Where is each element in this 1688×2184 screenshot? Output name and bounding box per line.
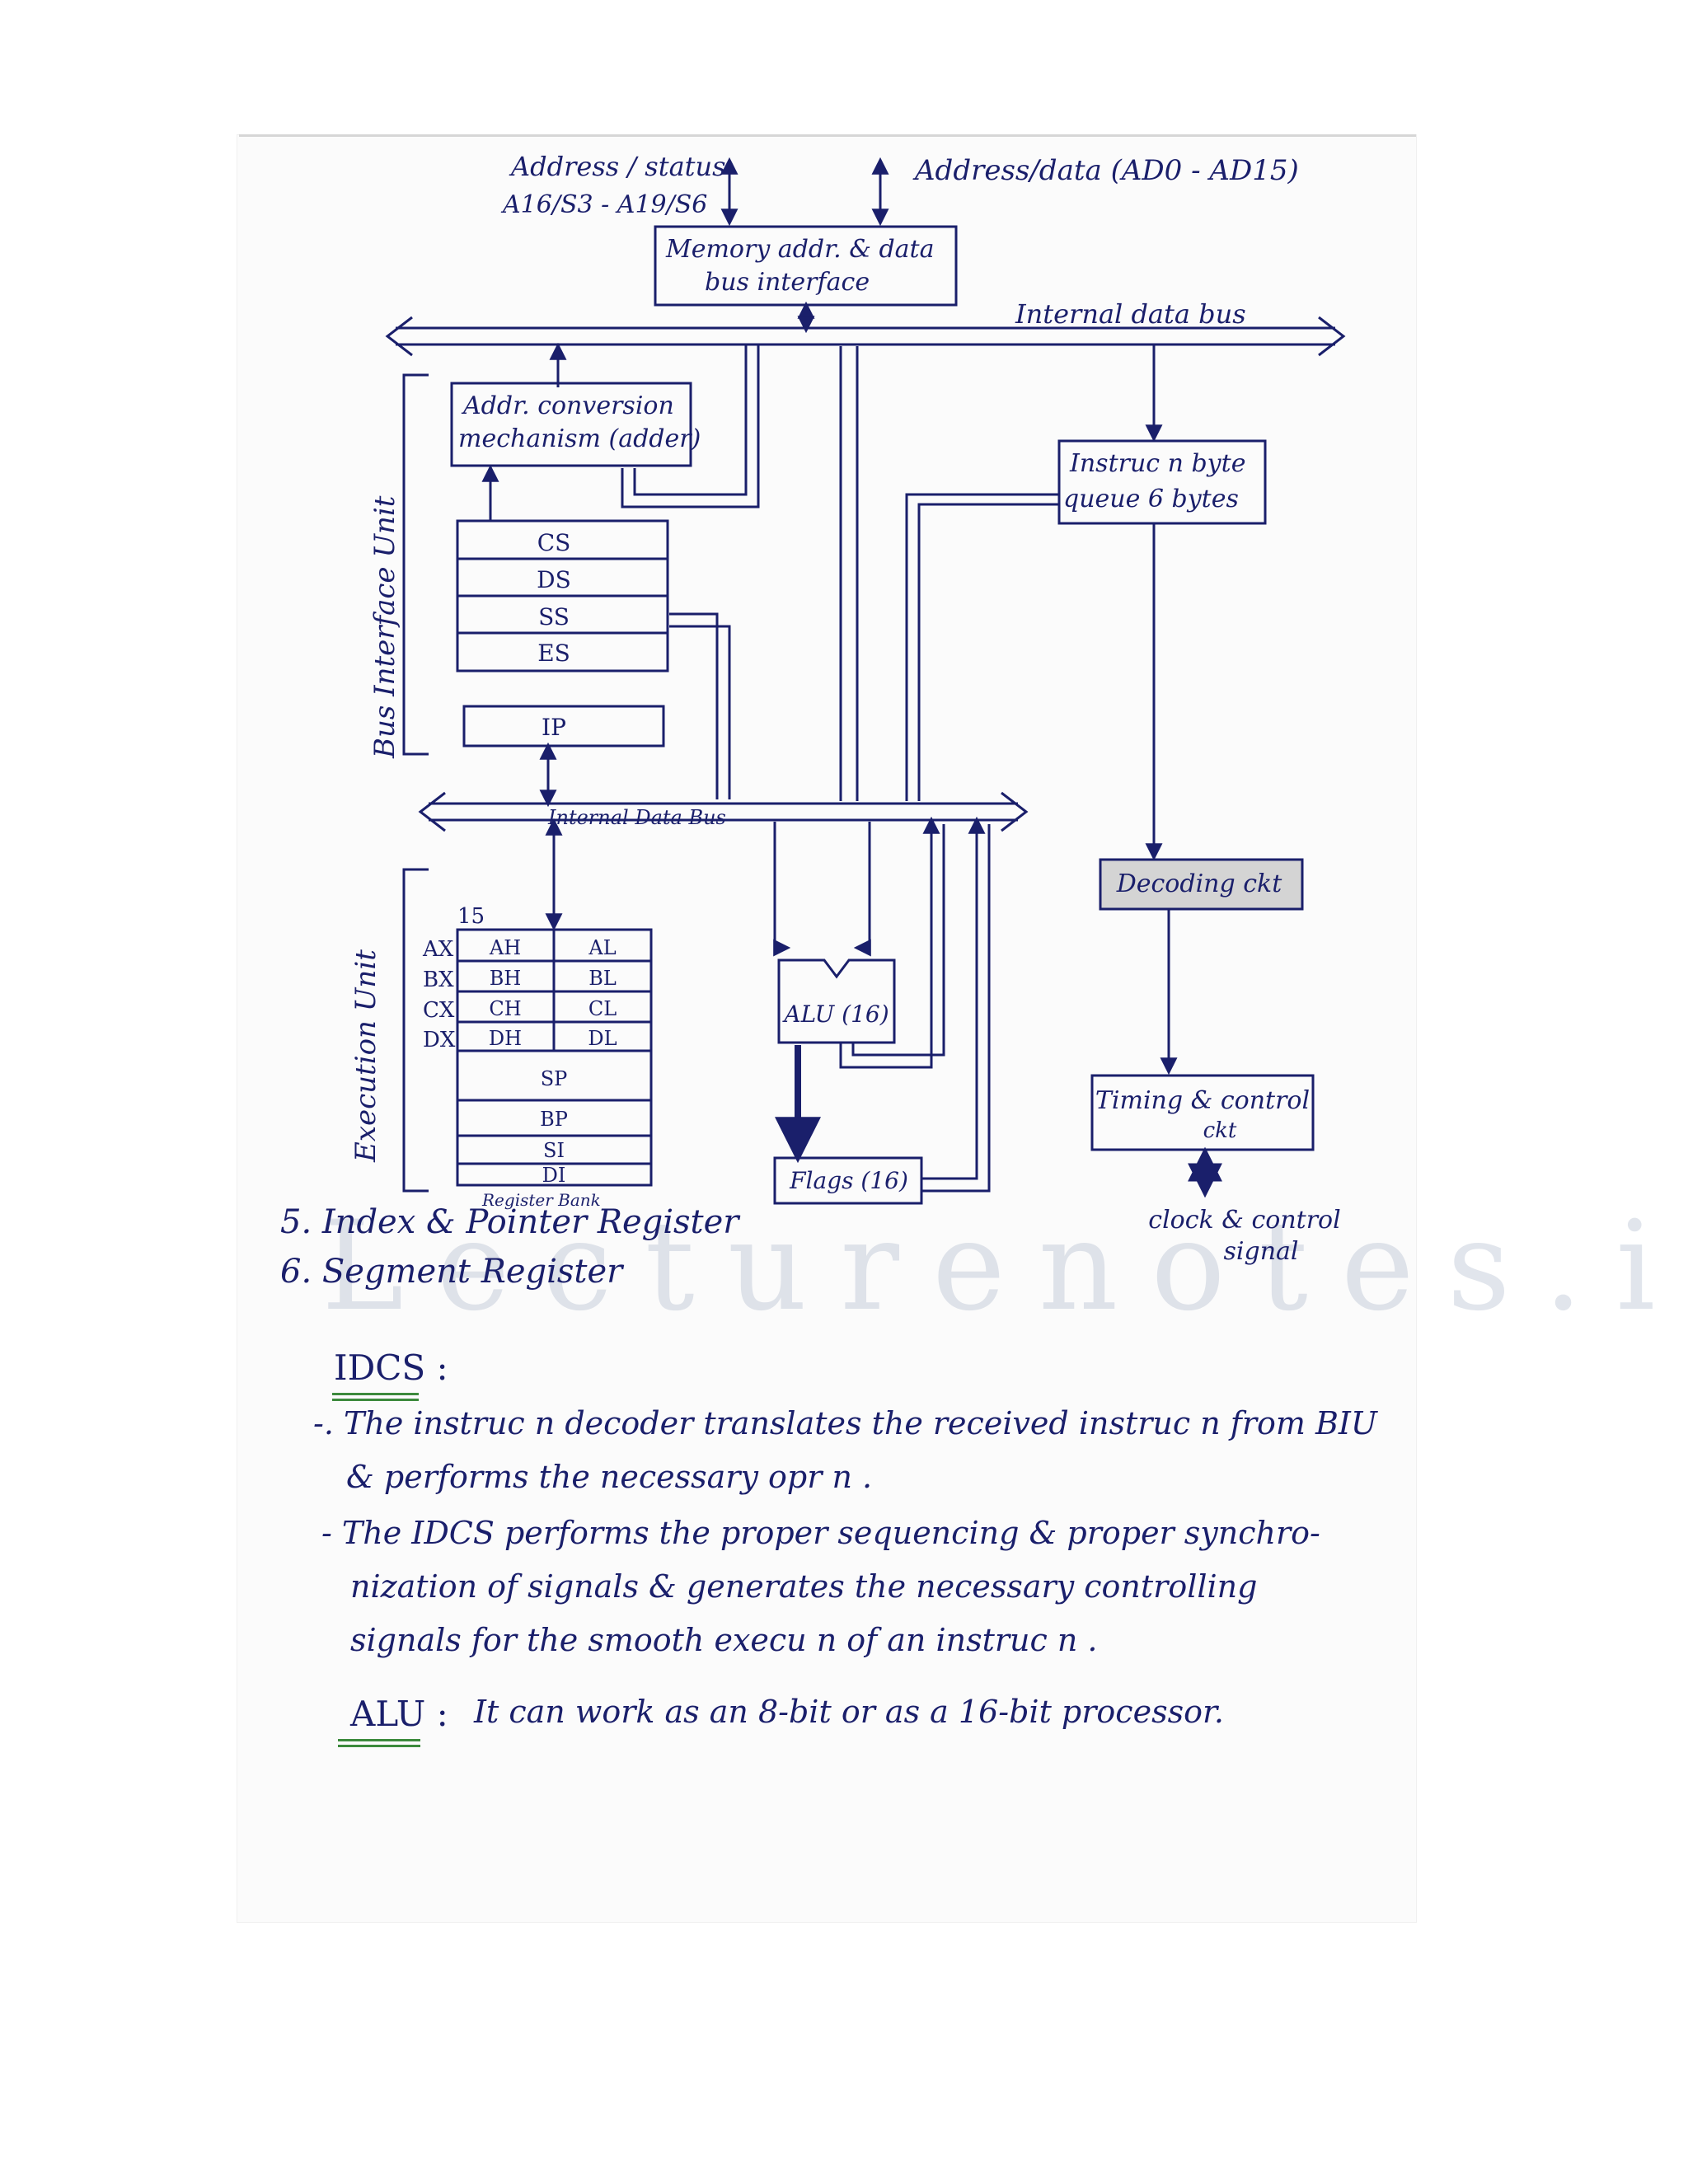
timing-line1: Timing & control bbox=[1095, 1086, 1310, 1115]
alu-note-text: It can work as an 8-bit or as a 16-bit p… bbox=[474, 1694, 1225, 1730]
alu-box bbox=[777, 958, 896, 1044]
list-item-index-pointer: 5. Index & Pointer Register bbox=[280, 1203, 739, 1241]
alu-heading: ALU : bbox=[350, 1694, 448, 1734]
notebook-page bbox=[237, 135, 1416, 1922]
instruction-queue-line1: Instruc n byte bbox=[1069, 449, 1245, 478]
internal-data-bus-top-label: Internal data bus bbox=[1015, 298, 1246, 330]
watermark: Lecturenotes.in bbox=[321, 1195, 1688, 1338]
idcs-heading: IDCS : bbox=[334, 1347, 448, 1388]
idcs-line-3: - The IDCS performs the proper sequencin… bbox=[321, 1515, 1320, 1551]
clock-line2: signal bbox=[1224, 1237, 1299, 1266]
reg-ah: AH bbox=[489, 936, 521, 959]
reg-bl: BL bbox=[588, 967, 617, 990]
bit-15-label: 15 bbox=[457, 904, 485, 929]
timing-line2: ckt bbox=[1203, 1118, 1237, 1143]
instruction-queue-box bbox=[1057, 439, 1267, 525]
addr-conversion-box bbox=[450, 382, 692, 467]
flags-label: Flags (16) bbox=[789, 1167, 908, 1194]
reg-al: AL bbox=[588, 936, 616, 959]
register-bank-label: Register Bank bbox=[481, 1190, 601, 1210]
eu-label: Execution Unit bbox=[349, 949, 382, 1163]
addr-conversion-line2: mechanism (adder) bbox=[458, 424, 701, 453]
reg-di: DI bbox=[542, 1164, 566, 1187]
idcs-line-1: -. The instruc n decoder translates the … bbox=[313, 1405, 1377, 1441]
reg-dh: DH bbox=[489, 1027, 522, 1050]
ip-label: IP bbox=[542, 714, 566, 741]
alu-underline-2 bbox=[338, 1745, 420, 1747]
addr-status-label-2: A16/S3 - A19/S6 bbox=[500, 190, 707, 219]
reg-bx: BX bbox=[423, 968, 454, 992]
biu-label: Bus Interface Unit bbox=[368, 495, 401, 759]
idcs-underline bbox=[332, 1393, 419, 1395]
segment-register-es: ES bbox=[537, 640, 570, 667]
page-top-edge bbox=[239, 134, 1416, 137]
reg-cl: CL bbox=[588, 997, 617, 1020]
decoding-label: Decoding ckt bbox=[1116, 869, 1283, 898]
reg-ax: AX bbox=[422, 937, 454, 962]
reg-bp: BP bbox=[540, 1108, 568, 1131]
memory-interface-line1: Memory addr. & data bbox=[665, 235, 935, 264]
reg-bh: BH bbox=[490, 967, 522, 990]
idcs-line-2: & performs the necessary opr n . bbox=[346, 1459, 873, 1495]
segment-register-ss: SS bbox=[538, 603, 570, 630]
alu-underline bbox=[338, 1739, 420, 1741]
memory-interface-line2: bus interface bbox=[705, 268, 870, 297]
ip-box bbox=[462, 705, 665, 748]
list-item-segment: 6. Segment Register bbox=[280, 1253, 623, 1291]
addr-status-label-1: Address / status bbox=[509, 151, 726, 182]
idcs-line-4: nization of signals & generates the nece… bbox=[350, 1568, 1258, 1605]
idcs-underline-2 bbox=[332, 1399, 419, 1401]
internal-data-bus-mid-label: Internal Data Bus bbox=[547, 806, 726, 829]
addr-conversion-line1: Addr. conversion bbox=[461, 391, 674, 420]
reg-ch: CH bbox=[489, 997, 521, 1020]
reg-sp: SP bbox=[541, 1067, 568, 1090]
reg-cx: CX bbox=[423, 998, 455, 1023]
clock-line1: clock & control bbox=[1148, 1206, 1340, 1235]
decoding-box bbox=[1099, 858, 1304, 911]
addr-data-label: Address/data (AD0 - AD15) bbox=[912, 154, 1299, 187]
flags-box bbox=[773, 1156, 923, 1205]
idcs-line-5: signals for the smooth execu n of an ins… bbox=[350, 1622, 1098, 1658]
reg-dx: DX bbox=[423, 1028, 456, 1052]
reg-si: SI bbox=[543, 1139, 565, 1162]
alu-label: ALU (16) bbox=[781, 1001, 889, 1028]
segment-register-ds: DS bbox=[537, 566, 571, 593]
reg-dl: DL bbox=[588, 1027, 617, 1050]
segment-register-cs: CS bbox=[537, 529, 571, 556]
instruction-queue-line2: queue 6 bytes bbox=[1063, 485, 1239, 513]
